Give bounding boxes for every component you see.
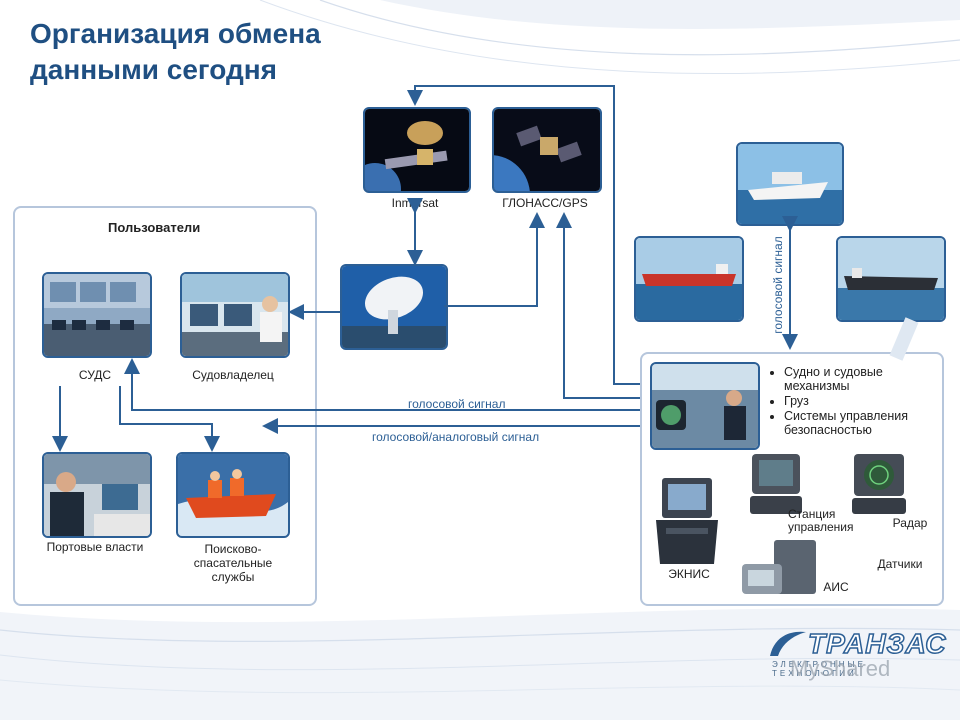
title-line-2: данными сегодня (30, 54, 277, 85)
shipowner-label: Судовладелец (192, 368, 274, 382)
tanker-photo (634, 236, 744, 322)
watermark: MyShared (790, 656, 890, 682)
bridge-photo (650, 362, 760, 450)
bullet-safety: Системы управления безопасностью (784, 409, 932, 437)
vts-control-room-image (44, 274, 150, 356)
bullet-cargo: Груз (784, 394, 932, 408)
voice-signal-label: голосовой сигнал (408, 397, 506, 411)
port-authority-label: Портовые власти (46, 540, 144, 554)
yacht-image (738, 144, 842, 224)
transas-wordmark: ТРАНЗАС (807, 627, 947, 660)
ship-bullets: Судно и судовые механизмы Груз Системы у… (772, 365, 932, 438)
station-console-image (750, 454, 802, 514)
page-title: Организация обмена данными сегодня (30, 16, 321, 88)
title-line-1: Организация обмена (30, 18, 321, 49)
yacht-photo (736, 142, 844, 226)
shipowner-office-image (182, 274, 288, 356)
search-rescue-label-text: Поисково-спасательные службы (193, 542, 273, 584)
ais-label: АИС (823, 580, 849, 594)
ground-station-photo (340, 264, 448, 350)
search-rescue-photo (176, 452, 290, 538)
inmarsat-satellite-image (365, 109, 469, 191)
bulk-carrier-photo (836, 236, 946, 322)
port-authority-image (44, 454, 150, 536)
ecdis-console-image (656, 478, 718, 564)
glonass-photo (492, 107, 602, 193)
tanker-image (636, 238, 742, 320)
vts-label: СУДС (78, 368, 112, 382)
port-authority-photo (42, 452, 152, 538)
glonass-satellite-image (494, 109, 600, 191)
vts-photo (42, 272, 152, 358)
satellite-dish-image (342, 266, 446, 348)
voice-analog-signal-label: голосовой/аналоговый сигнал (372, 430, 540, 444)
station-label-text: Станция управления (788, 507, 854, 534)
ship-bridge-image (652, 364, 758, 448)
rescue-boat-image (178, 454, 288, 536)
transas-logo: ТРАНЗАС ЭЛЕКТРОННЫЕ ТЕХНОЛОГИИ (768, 626, 952, 678)
glonass-label: ГЛОНАСС/GPS (502, 196, 588, 210)
station-label: Станция управления (788, 508, 868, 534)
bulk-carrier-image (838, 238, 944, 320)
transas-tagline: ЭЛЕКТРОННЫЕ ТЕХНОЛОГИИ (772, 660, 866, 678)
radar-console-image (852, 454, 906, 514)
bullet-ship: Судно и судовые механизмы (784, 365, 932, 393)
sensors-label: Датчики (877, 557, 923, 571)
ais-unit-image (742, 540, 816, 594)
inmarsat-photo (363, 107, 471, 193)
shipowner-photo (180, 272, 290, 358)
radar-label: Радар (892, 516, 928, 530)
watermark-text: MyShared (790, 656, 891, 681)
ecdis-label: ЭКНИС (668, 567, 710, 581)
users-heading: Пользователи (108, 220, 201, 235)
search-rescue-label: Поисково-спасательные службы (172, 542, 294, 584)
transas-swoosh-icon (770, 631, 806, 656)
